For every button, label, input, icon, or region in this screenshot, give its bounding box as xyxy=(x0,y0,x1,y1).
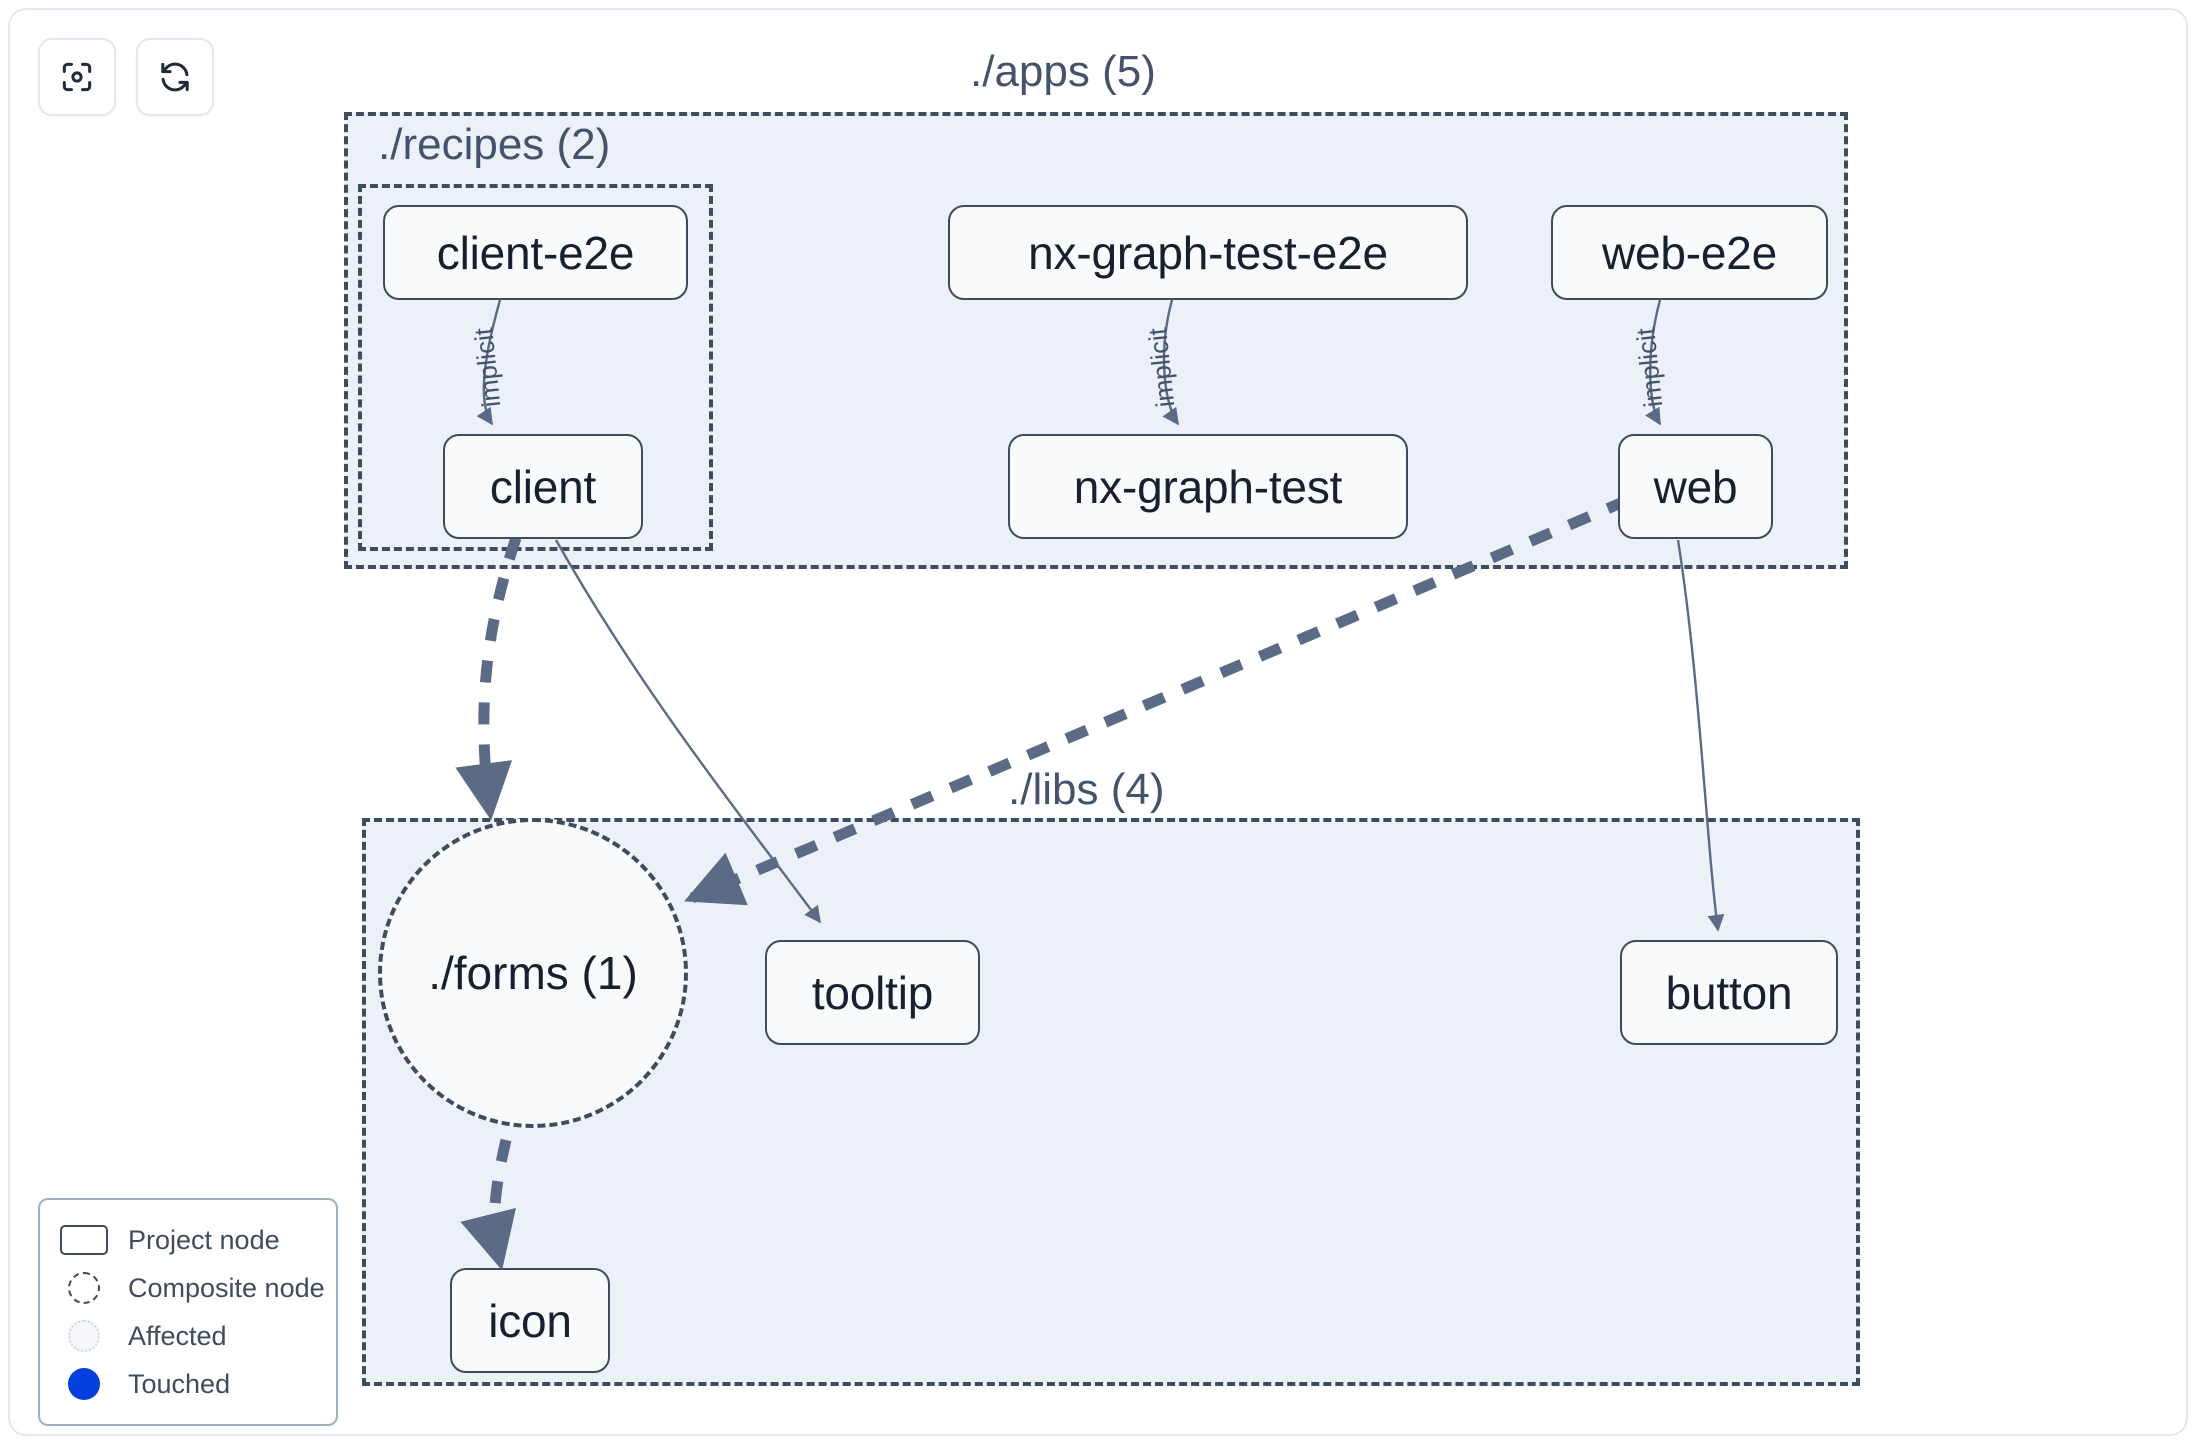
node-button[interactable]: button xyxy=(1620,940,1838,1045)
legend-item-composite-node: Composite node xyxy=(58,1264,325,1312)
focus-target-icon xyxy=(58,58,96,96)
legend-label-composite-node: Composite node xyxy=(128,1272,325,1303)
legend-item-affected: Affected xyxy=(58,1312,318,1360)
edge-forms-to-icon[interactable] xyxy=(460,1138,516,1271)
legend-label-affected: Affected xyxy=(128,1320,227,1351)
node-client[interactable]: client xyxy=(443,434,643,539)
legend-label-touched: Touched xyxy=(128,1368,231,1399)
node-web[interactable]: web xyxy=(1618,434,1773,539)
project-node-mark-icon xyxy=(58,1223,110,1257)
node-label-button: button xyxy=(1665,966,1793,1019)
edge-client-to-tooltip[interactable] xyxy=(554,539,821,924)
focus-graph-button[interactable] xyxy=(38,38,116,116)
edge-web-to-forms[interactable] xyxy=(684,494,1631,906)
node-icon[interactable]: icon xyxy=(450,1268,610,1373)
affected-mark-icon xyxy=(58,1319,110,1353)
node-web-e2e[interactable]: web-e2e xyxy=(1551,205,1828,300)
node-label-nx-graph-test: nx-graph-test xyxy=(1073,460,1343,513)
touched-mark-icon xyxy=(58,1367,110,1401)
node-nx-graph-test-e2e[interactable]: nx-graph-test-e2e xyxy=(948,205,1468,300)
node-tooltip[interactable]: tooltip xyxy=(765,940,980,1045)
node-label-web: web xyxy=(1653,460,1738,513)
node-client-e2e[interactable]: client-e2e xyxy=(383,205,688,300)
node-forms-composite[interactable]: ./forms (1) xyxy=(378,818,688,1128)
refresh-graph-button[interactable] xyxy=(136,38,214,116)
node-label-tooltip: tooltip xyxy=(811,966,934,1019)
graph-legend: Project node Composite node Affected Tou… xyxy=(38,1198,338,1426)
refresh-icon xyxy=(156,58,194,96)
edge-client-to-forms[interactable] xyxy=(455,536,522,821)
legend-item-project-node: Project node xyxy=(58,1216,318,1264)
node-label-nx-graph-test-e2e: nx-graph-test-e2e xyxy=(1028,226,1388,279)
legend-item-touched: Touched xyxy=(58,1360,318,1408)
edge-web-to-button[interactable] xyxy=(1676,539,1725,932)
node-label-client-e2e: client-e2e xyxy=(436,226,635,279)
edge-client-e2e-to-client[interactable] xyxy=(476,299,502,426)
node-label-icon: icon xyxy=(488,1294,572,1347)
composite-node-mark-icon xyxy=(58,1271,110,1305)
edge-web-e2e-to-web[interactable] xyxy=(1645,299,1662,426)
node-nx-graph-test[interactable]: nx-graph-test xyxy=(1008,434,1408,539)
node-label-web-e2e: web-e2e xyxy=(1601,226,1778,279)
edge-nx-graph-test-e2e-to-nx-graph-test[interactable] xyxy=(1162,299,1179,426)
graph-toolbar xyxy=(38,38,214,116)
node-label-forms: ./forms (1) xyxy=(428,947,638,999)
node-label-client: client xyxy=(489,460,597,513)
legend-label-project-node: Project node xyxy=(128,1224,280,1255)
